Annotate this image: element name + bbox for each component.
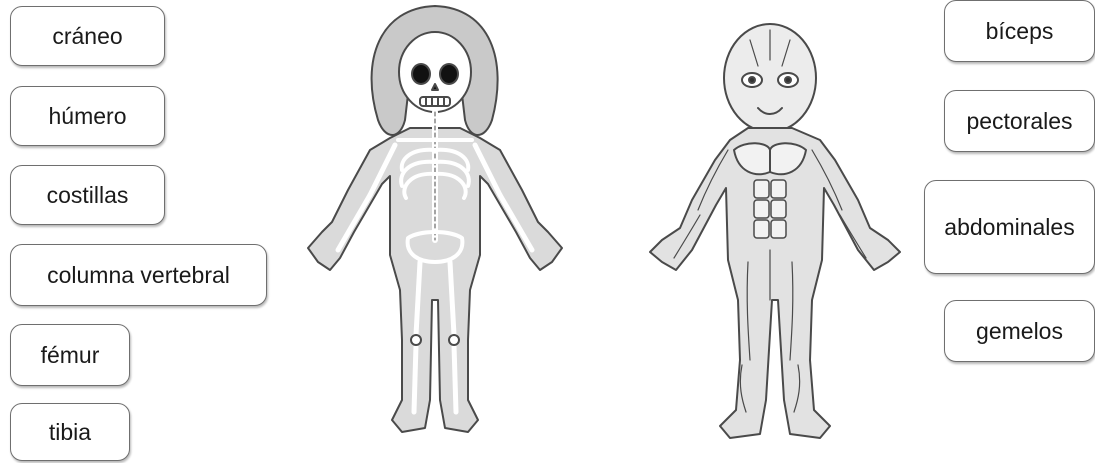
label-femur[interactable]: fémur (10, 324, 130, 386)
muscular-body-illustration (630, 0, 920, 463)
label-pectorales[interactable]: pectorales (944, 90, 1095, 152)
label-abdominales[interactable]: abdominales (924, 180, 1095, 274)
label-craneo[interactable]: cráneo (10, 6, 165, 66)
label-biceps[interactable]: bíceps (944, 0, 1095, 62)
label-tibia[interactable]: tibia (10, 403, 130, 461)
label-humero[interactable]: húmero (10, 86, 165, 146)
skeleton-illustration (290, 0, 590, 463)
label-costillas[interactable]: costillas (10, 165, 165, 225)
label-gemelos[interactable]: gemelos (944, 300, 1095, 362)
label-columna-vertebral[interactable]: columna vertebral (10, 244, 267, 306)
